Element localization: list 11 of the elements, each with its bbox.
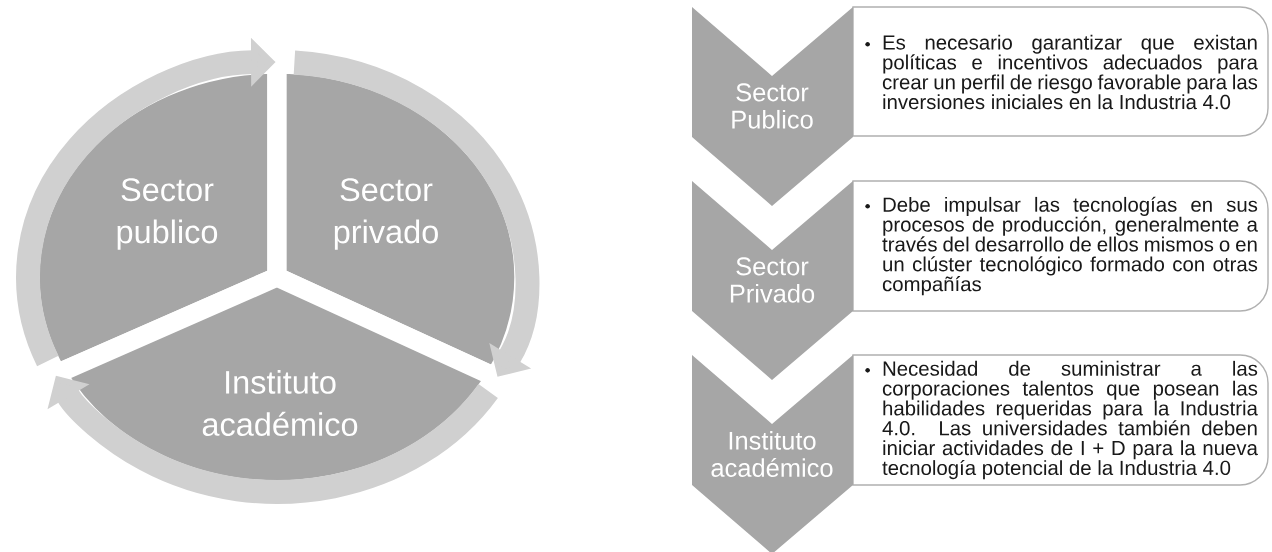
text-box: Debe impulsar las tecnologías en sus procesos de producción, generalmente a través del desarrollo de ellos mismos o en un clúster tecnológico formado con otras compañías	[852, 180, 1269, 312]
node-label: Sector privado	[334, 178, 438, 250]
text-box: Necesidad de suministrar a las corporaciones talentos que posean las habilidades requeridas para la Industria 4.0. Las universidades también deben iniciar actividades de I + D para la nueva tecnología potencial de la Industria 4.0	[852, 354, 1269, 486]
text-box: Es necesario garantizar que existan políticas e incentivos adecuados para crear un perfil de riesgo favorable para las inversiones iniciales en la Industria 4.0	[852, 6, 1269, 137]
banner: Sector Publico	[692, 7, 853, 206]
banner: Sector Privado	[692, 181, 853, 380]
banner: Instituto académico	[692, 355, 853, 552]
node-label: Instituto académico	[202, 369, 358, 437]
cycle-arrow	[293, 50, 540, 377]
pie-segment: Instituto académico	[47, 267, 505, 500]
node-label: Sector publico	[117, 178, 218, 250]
